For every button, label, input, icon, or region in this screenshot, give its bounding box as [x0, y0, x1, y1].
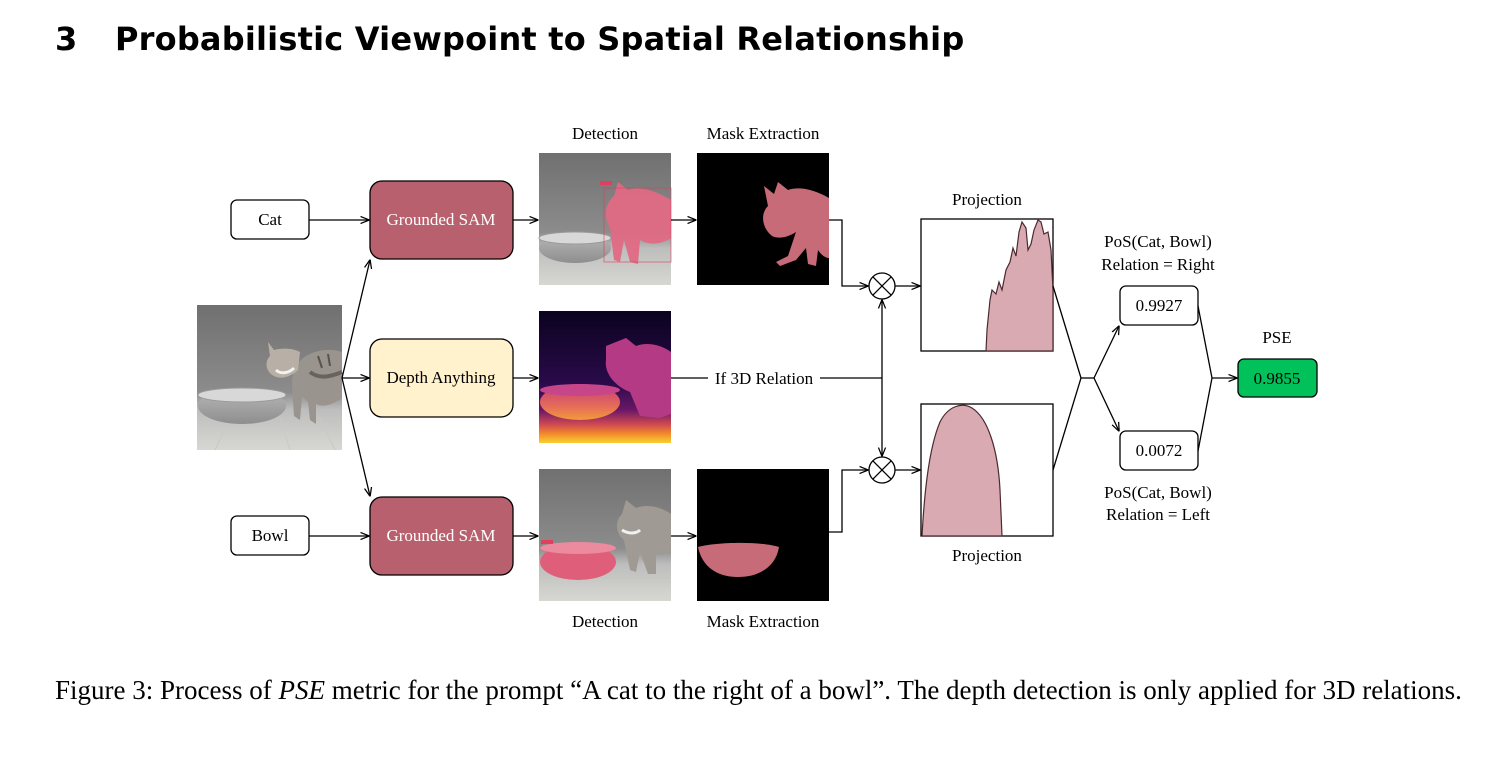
arrow-mask-to-multiply-top [829, 219, 868, 286]
projection-label-top: Projection [952, 190, 1022, 209]
pos-right-box [1119, 285, 1199, 326]
multiply-icon-bottom [868, 456, 896, 484]
detection-image-bowl [539, 469, 671, 601]
mask-image-cat [697, 153, 829, 285]
if-3d-relation-label: If 3D Relation [715, 369, 814, 388]
detection-label-top: Detection [572, 124, 639, 143]
mask-extraction-label-bottom: Mask Extraction [707, 612, 820, 631]
pse-value: 0.9855 [1254, 369, 1301, 388]
detection-label-bottom: Detection [572, 612, 639, 631]
caption-suffix: metric for the prompt “A cat to the righ… [324, 675, 1462, 705]
pos-left-line1: PoS(Cat, Bowl) [1104, 483, 1212, 502]
merge-connector-top [1197, 305, 1213, 379]
caption-prefix: Figure 3: Process of [55, 675, 279, 705]
projection-connector-bottom [1052, 377, 1082, 471]
mask-extraction-label-top: Mask Extraction [707, 124, 820, 143]
pos-left-value: 0.0072 [1136, 441, 1183, 460]
figure-caption: Figure 3: Process of PSE metric for the … [55, 672, 1465, 708]
section-heading: 3 Probabilistic Viewpoint to Spatial Rela… [55, 20, 964, 58]
pos-right-value: 0.9927 [1136, 296, 1183, 315]
input-image [197, 305, 343, 451]
merge-connector-bottom [1197, 377, 1213, 452]
multiply-icon-top [868, 272, 896, 300]
bowl-input-label: Bowl [252, 526, 289, 545]
arrow-to-left-score [1093, 377, 1119, 431]
section-title: Probabilistic Viewpoint to Spatial Relat… [115, 20, 965, 58]
caption-metric: PSE [278, 675, 325, 705]
pse-box [1237, 358, 1318, 398]
pos-left-line2: Relation = Left [1106, 505, 1210, 524]
pse-label: PSE [1262, 328, 1291, 347]
grounded-sam-label-bottom: Grounded SAM [386, 526, 495, 545]
pos-right-line1: PoS(Cat, Bowl) [1104, 232, 1212, 251]
projection-connector-top [1052, 285, 1082, 379]
grounded-sam-label-top: Grounded SAM [386, 210, 495, 229]
cat-input-label: Cat [258, 210, 282, 229]
pos-right-line2: Relation = Right [1101, 255, 1215, 274]
detection-image-cat [538, 153, 672, 285]
arrow-to-right-score [1093, 326, 1119, 379]
projection-plot-cat [920, 218, 1054, 352]
mask-image-bowl [697, 469, 829, 601]
arrow-image-to-sam-bottom [341, 377, 370, 496]
pse-pipeline-figure: Cat Bowl Grounded SAM Depth Anything Gro… [197, 124, 1318, 631]
projection-plot-bowl [920, 403, 1054, 537]
section-number: 3 [55, 20, 78, 58]
depth-map-image [539, 311, 671, 443]
arrow-image-to-sam-top [341, 260, 370, 379]
depth-anything-label: Depth Anything [386, 368, 496, 387]
projection-label-bottom: Projection [952, 546, 1022, 565]
arrow-mask-to-multiply-bottom [829, 470, 868, 533]
